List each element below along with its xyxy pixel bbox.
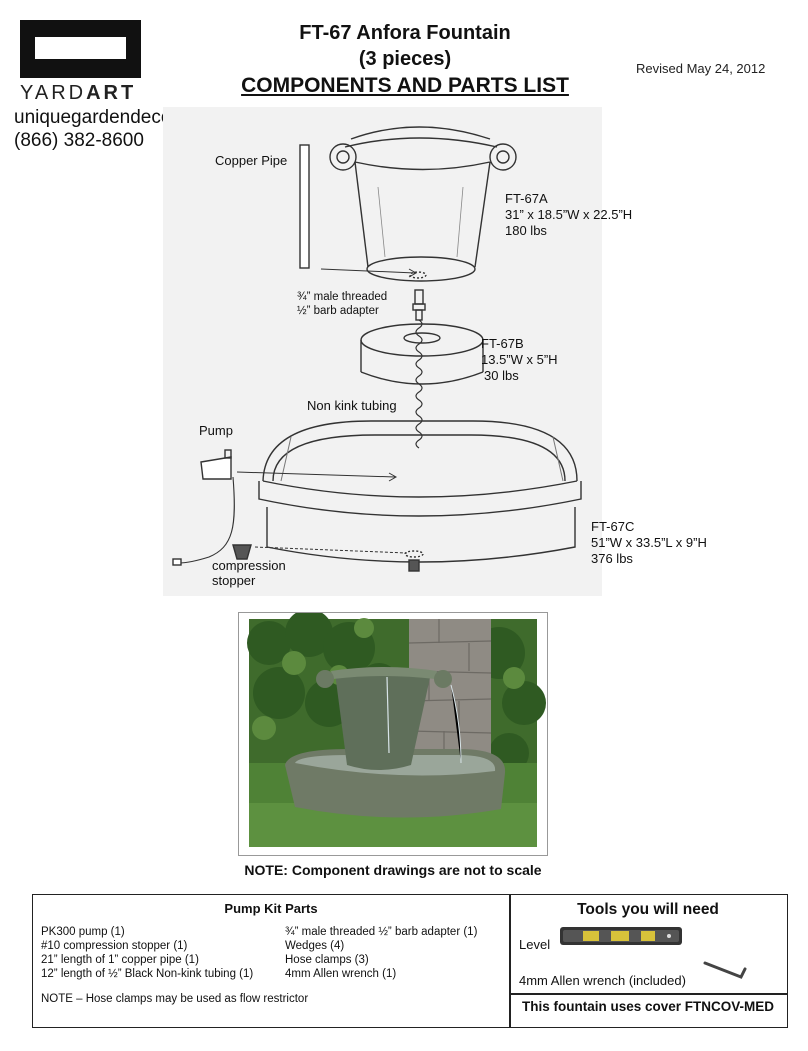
tubing-drawing — [415, 319, 423, 449]
scale-note: NOTE: Component drawings are not to scal… — [244, 862, 542, 878]
table-divider — [509, 895, 511, 1027]
level-label: Level — [519, 937, 551, 952]
fountain-photo — [238, 612, 548, 856]
stopper-drawing — [232, 544, 252, 560]
ft67a-weight: 180 lbs — [505, 223, 547, 238]
hose-clamp-note: NOTE – Hose clamps may be used as flow r… — [41, 993, 309, 1005]
tools-title: Tools you will need — [577, 901, 719, 918]
pump-kit-item: 12” length of ½” Black Non-kink tubing (… — [41, 968, 254, 980]
pump-drawing — [172, 449, 235, 566]
copper-pipe-drawing — [299, 144, 310, 269]
ft67c-dimensions: 51”W x 33.5”L x 9”H — [591, 535, 707, 550]
allen-wrench-icon — [703, 961, 747, 979]
fountain-photo-illustration — [247, 613, 546, 847]
pump-label: Pump — [199, 423, 233, 438]
brand-name: YARDART — [20, 82, 137, 104]
exploded-view-diagram — [172, 126, 582, 572]
tubing-label: Non kink tubing — [307, 398, 397, 413]
ft67c-name: FT-67C — [591, 519, 635, 534]
revised-date: Revised May 24, 2012 — [636, 61, 766, 76]
phone-number: (866) 382-8600 — [14, 130, 144, 151]
piece-count: (3 pieces) — [358, 48, 452, 70]
barb-adapter-drawing — [412, 289, 426, 321]
cover-note: This fountain uses cover FTNCOV-MED — [521, 999, 775, 1014]
pump-kit-item: Hose clamps (3) — [285, 954, 369, 966]
ft67b-weight: 30 lbs — [484, 368, 519, 383]
yardart-logo — [20, 20, 141, 78]
adapter-label-line1: ¾” male threaded — [297, 291, 388, 303]
urn-drawing — [329, 126, 517, 282]
cover-divider — [509, 993, 787, 995]
adapter-label-line2: ½” barb adapter — [297, 305, 379, 317]
stopper-label-line2: stopper — [212, 573, 256, 588]
pump-kit-item: 4mm Allen wrench (1) — [285, 968, 397, 980]
stopper-label-line1: compression — [212, 558, 286, 573]
allen-wrench-label: 4mm Allen wrench (included) — [519, 973, 686, 988]
page-title: FT-67 Anfora Fountain — [299, 22, 511, 44]
copper-pipe-label: Copper Pipe — [215, 153, 288, 168]
parts-and-tools-table: Pump Kit Parts PK300 pump (1) #10 compre… — [32, 894, 788, 1028]
ft67b-name: FT-67B — [481, 336, 524, 351]
ft67a-name: FT-67A — [505, 191, 548, 206]
component-drawing: Copper Pipe FT-67A 31” x 18.5”W x 22.5”H… — [163, 107, 632, 596]
pump-kit-title: Pump Kit Parts — [224, 901, 318, 916]
pump-kit-item: 21” length of 1” copper pipe (1) — [41, 954, 199, 966]
ft67b-dimensions: 13.5”W x 5”H — [481, 352, 558, 367]
parts-list-heading: COMPONENTS AND PARTS LIST — [241, 74, 569, 97]
pump-kit-item: #10 compression stopper (1) — [41, 940, 188, 952]
ring-drawing — [360, 323, 484, 385]
pump-kit-item: PK300 pump (1) — [41, 926, 125, 938]
ft67c-weight: 376 lbs — [591, 551, 633, 566]
ft67a-dimensions: 31” x 18.5”W x 22.5”H — [505, 207, 633, 222]
pump-kit-item: Wedges (4) — [285, 940, 345, 952]
level-tool-icon — [560, 927, 682, 945]
basin-drawing — [258, 420, 582, 563]
pump-kit-item: ¾” male threaded ½” barb adapter (1) — [285, 926, 478, 938]
